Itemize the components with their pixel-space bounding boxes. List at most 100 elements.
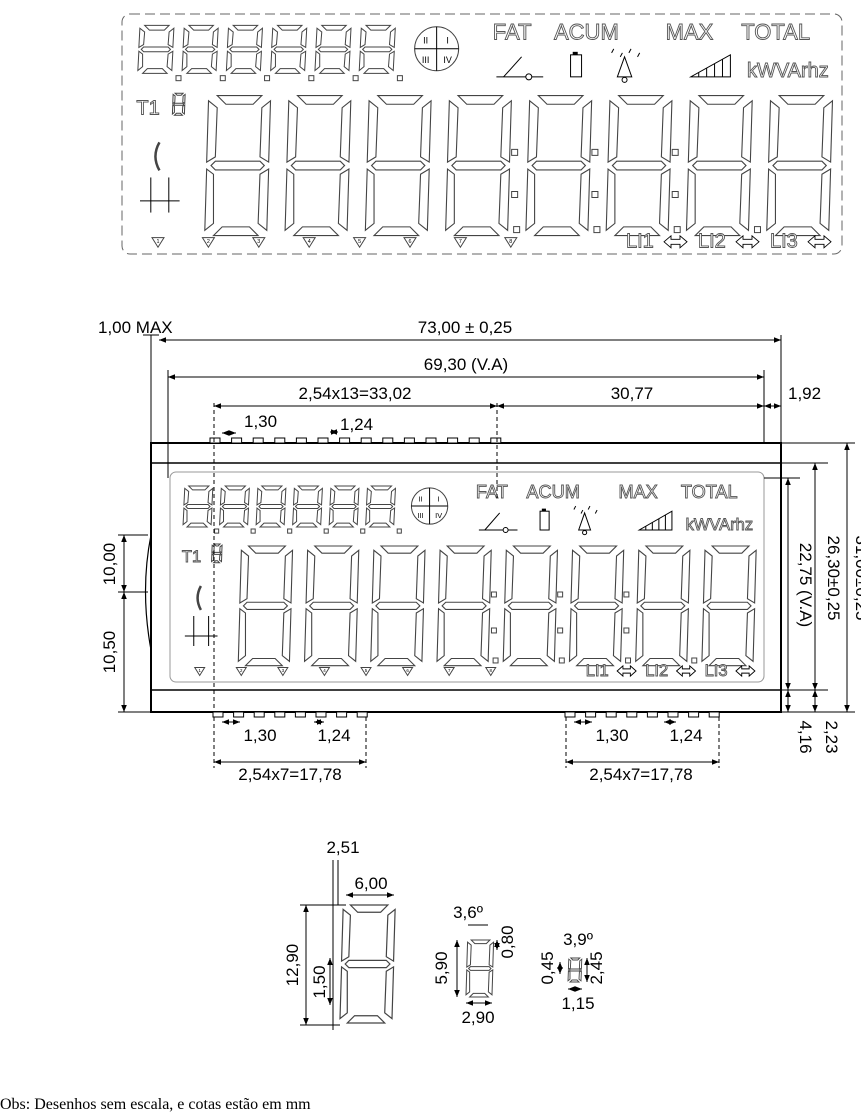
segment: [206, 507, 213, 526]
segment: [181, 50, 188, 72]
segment: [384, 965, 395, 1020]
big-digit: [364, 95, 432, 237]
segment: [328, 507, 334, 526]
bottom-pin-right: [564, 711, 576, 718]
battery-cap: [572, 51, 578, 55]
segment: [358, 50, 365, 72]
triangle-shape: [503, 237, 518, 249]
top-pin: [317, 437, 329, 444]
small-digit: [358, 24, 396, 74]
segment: [419, 99, 432, 164]
segment: [702, 549, 713, 604]
segment: [745, 607, 756, 663]
segment: [172, 93, 176, 105]
segment: [445, 545, 486, 554]
double-arrow: [616, 664, 637, 678]
segment: [525, 167, 536, 232]
segment: [242, 601, 289, 610]
segment: [279, 507, 286, 526]
segment: [415, 549, 426, 604]
segment: [821, 99, 834, 164]
segment: [340, 908, 352, 963]
big-decimal-point: [691, 657, 698, 664]
segment: [679, 607, 689, 663]
phone-icon: [154, 141, 161, 171]
small-decimal-point: [323, 528, 329, 534]
dim-right-span-label: 30,77: [611, 384, 654, 403]
small-digit: [292, 485, 323, 528]
dim-max-thickness: 1,00 MAX: [98, 318, 173, 337]
segment: [187, 485, 211, 491]
small-decimal-point: [396, 528, 402, 534]
segment: [680, 549, 691, 604]
segment: [641, 657, 682, 667]
segment: [348, 904, 390, 913]
marker-label: 2: [207, 239, 210, 245]
segment: [294, 504, 321, 509]
segment: [292, 487, 299, 506]
label-li1: LI1: [626, 231, 654, 253]
big-digit: [766, 95, 834, 237]
segment: [310, 657, 350, 667]
segment: [365, 507, 371, 526]
bottom-pin-left: [356, 711, 368, 718]
segment: [376, 95, 424, 105]
big-digit: [685, 95, 753, 237]
big-digit: [204, 95, 272, 237]
segment: [280, 487, 287, 506]
segment: [212, 543, 222, 547]
antenna-icon: [184, 616, 218, 646]
small-decimal-point: [219, 75, 226, 82]
colon-dot: [557, 591, 564, 598]
top-pin: [403, 437, 415, 444]
segment: [691, 160, 747, 171]
double-arrow-icon: [663, 234, 688, 249]
dim-va-height-label: 22,75 (V.A): [796, 543, 815, 627]
label-total: TOTAL: [741, 19, 810, 44]
segment: [710, 545, 751, 554]
bottom-pin-left: [315, 711, 327, 718]
segment: [768, 99, 780, 164]
segment: [575, 657, 615, 667]
marker-4: 4: [302, 237, 317, 249]
segment: [271, 27, 278, 49]
double-arrow: [807, 234, 832, 249]
segment: [569, 957, 581, 961]
bell-clapper: [582, 530, 588, 536]
big-digit: [445, 95, 512, 237]
bell-clapper: [621, 76, 628, 83]
marker-label: 6: [406, 668, 409, 673]
quadrant-label: I: [438, 494, 440, 503]
double-arrow-icon: [616, 664, 637, 678]
big-decimal-point: [513, 226, 521, 234]
label-t1: T1: [182, 548, 201, 566]
detail-medium-stroke-label: 0,80: [498, 925, 517, 958]
marker-label: 8: [490, 668, 493, 673]
double-arrow-icon: [807, 234, 832, 249]
segment: [578, 168, 591, 232]
segment: [697, 95, 745, 105]
detail-medium-height-label: 5,90: [432, 951, 451, 984]
segment: [389, 507, 396, 526]
segment: [636, 549, 647, 604]
big-digit: [436, 545, 492, 667]
bottom-pin-left: [294, 711, 306, 718]
segment: [313, 545, 353, 554]
switch-icon: [496, 56, 544, 81]
segment: [706, 601, 752, 610]
dim-right-margin-label: 1,92: [788, 384, 821, 403]
segment: [320, 24, 348, 31]
segment: [361, 46, 393, 53]
small-digit: [328, 485, 360, 528]
big-digit: [701, 545, 757, 667]
triangle-shape: [318, 667, 331, 677]
dim-pitch-bottom-c-label: 1,30: [595, 726, 628, 745]
label-units: kWVArhz: [747, 60, 829, 82]
segment: [359, 27, 367, 49]
big-decimal-point: [558, 657, 565, 664]
lcd-outline: [121, 13, 843, 255]
double-arrow: [663, 234, 688, 249]
signal-wedge: [637, 510, 673, 531]
triangle-shape: [251, 237, 266, 249]
quadrant-label: III: [422, 55, 430, 65]
